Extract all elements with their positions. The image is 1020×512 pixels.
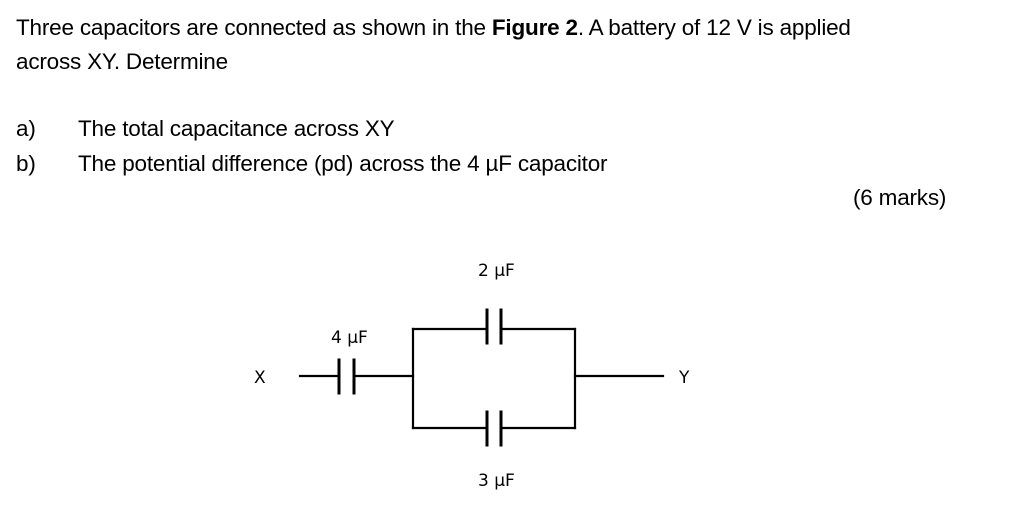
top-cap-label: 2 µF — [478, 261, 515, 281]
intro-text-part1: Three capacitors are connected as shown … — [16, 15, 492, 40]
marks-label: (6 marks) — [853, 185, 947, 210]
series-cap-label: 4 µF — [331, 328, 368, 348]
terminal-y-label: Y — [678, 368, 690, 388]
item-b-marker: b) — [16, 151, 36, 176]
item-b-text: The potential difference (pd) across the… — [78, 151, 608, 176]
bottom-cap-label: 3 µF — [478, 471, 515, 491]
terminal-x-label: X — [254, 368, 266, 388]
intro-text-part2: . A battery of 12 V is applied — [577, 15, 851, 40]
item-a-marker: a) — [16, 116, 36, 141]
question-intro-line2: across XY. Determine — [16, 49, 228, 74]
question-intro-line1: Three capacitors are connected as shown … — [16, 15, 851, 40]
figure-reference: Figure 2 — [491, 15, 578, 40]
item-a-text: The total capacitance across XY — [78, 116, 395, 141]
